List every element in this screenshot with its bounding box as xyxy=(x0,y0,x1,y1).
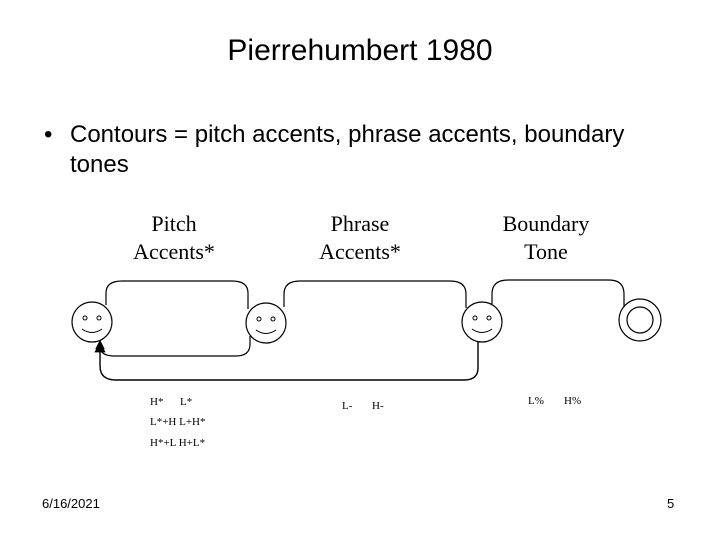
phrase-accents-header: Phrase Accents* xyxy=(280,210,440,266)
pitch-accents-header-line1: Pitch xyxy=(151,211,197,236)
boundary-tone-header: Boundary Tone xyxy=(466,210,626,266)
pitch-accent-h-star: H* xyxy=(150,396,164,408)
phrase-accent-l: L- xyxy=(342,400,353,412)
arc-phrase-to-boundary xyxy=(283,280,467,308)
pitch-accents-header: Pitch Accents* xyxy=(94,210,254,266)
footer-date: 6/16/2021 xyxy=(42,496,100,511)
pitch-accent-state-node xyxy=(71,301,113,343)
arc-boundary-back-to-pitch xyxy=(94,341,479,381)
phrase-accent-state-node xyxy=(245,302,287,344)
pitch-accent-l-star: L* xyxy=(180,396,193,408)
slide-title: Pierrehumbert 1980 xyxy=(227,34,493,67)
bullet-text: Contours = pitch accents, phrase accents… xyxy=(70,121,625,178)
boundary-tone-state-node xyxy=(461,301,503,343)
arc-pitch-to-phrase xyxy=(105,280,249,309)
pitch-accent-bitonal-falling: H*+L H+L* xyxy=(150,437,206,449)
boundary-tone-l: L% xyxy=(528,395,544,407)
bullet-symbol: • xyxy=(44,121,53,148)
boundary-tone-header-line1: Boundary xyxy=(502,211,590,236)
arc-pitch-loop xyxy=(95,336,251,357)
boundary-tone-h: H% xyxy=(564,395,582,407)
pitch-accent-bitonal-rising: L*+H L+H* xyxy=(150,416,206,428)
phrase-accents-header-line2: Accents* xyxy=(319,239,401,264)
footer-page-number: 5 xyxy=(667,496,675,511)
final-state-node xyxy=(618,298,662,342)
phrase-accent-h: H- xyxy=(372,400,384,412)
arc-boundary-to-final xyxy=(491,279,625,307)
pitch-accents-header-line2: Accents* xyxy=(133,239,215,264)
boundary-tone-header-line2: Tone xyxy=(524,239,568,264)
phrase-accents-header-line1: Phrase xyxy=(330,211,390,236)
